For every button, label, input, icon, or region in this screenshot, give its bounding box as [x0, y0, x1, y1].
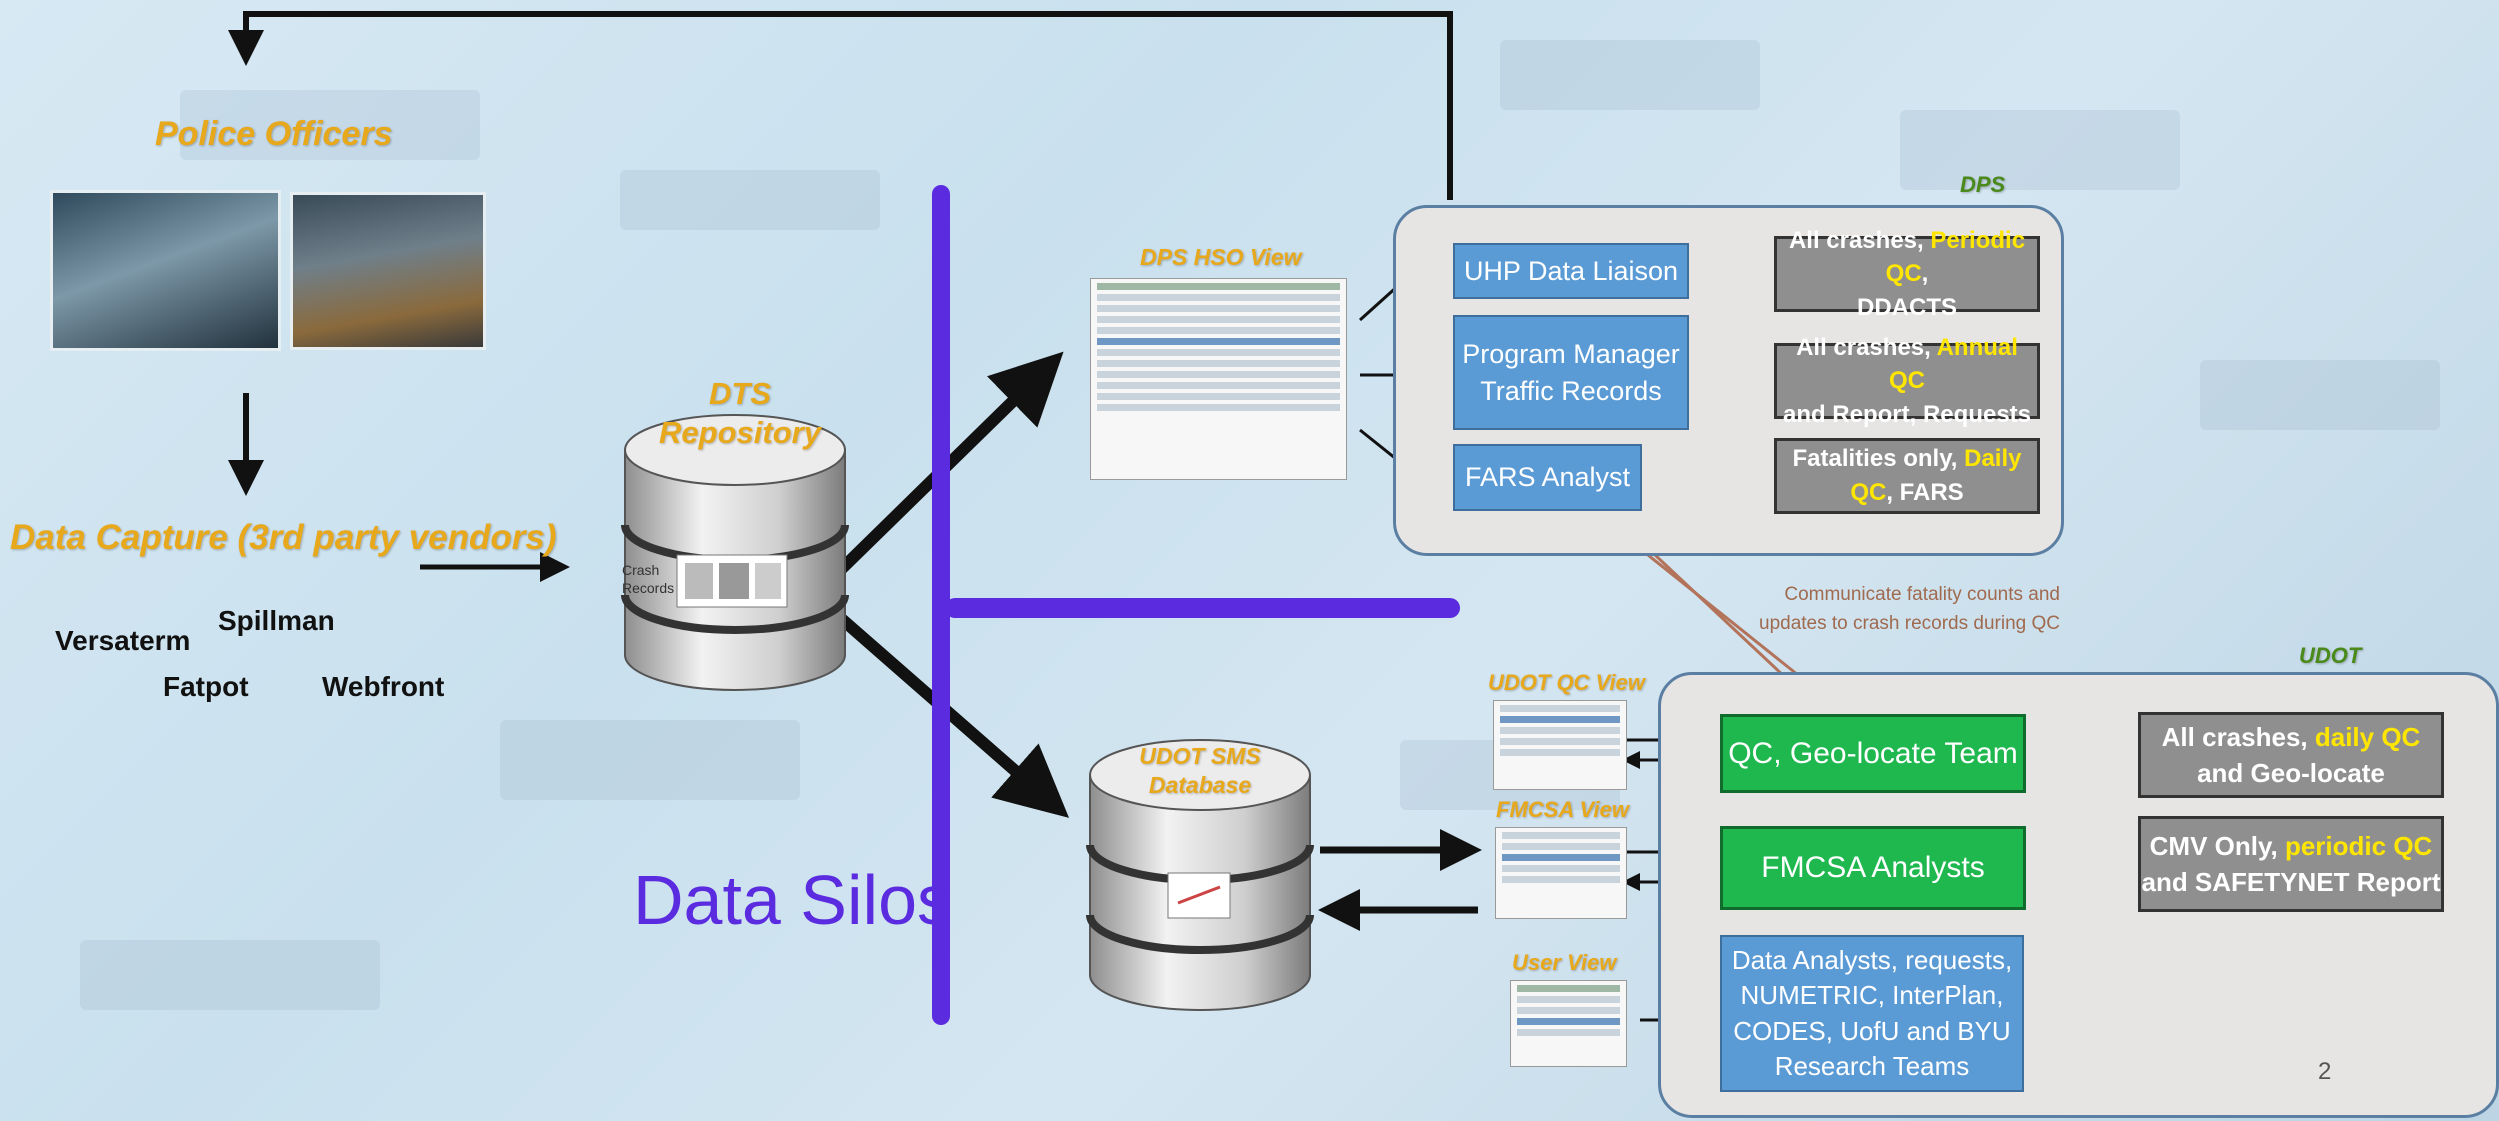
udot-output-daily-qc: All crashes, daily QC and Geo-locate	[2138, 712, 2444, 798]
dps-output-periodic-qc: All crashes, Periodic QC, DDACTS	[1774, 227, 2040, 321]
silo-bar-horizontal	[945, 598, 1460, 618]
dps-output-annual-qc: All crashes, Annual QC and Report, Reque…	[1774, 334, 2040, 428]
vendor-webfront: Webfront	[322, 671, 445, 702]
dts-repository-title: DTS Repository	[659, 376, 821, 450]
page-number: 2	[2318, 1058, 2332, 1085]
dispatch-room-photo	[290, 192, 486, 350]
vendor-spillman: Spillman	[218, 605, 335, 636]
fars-analyst-box: FARS Analyst	[1453, 444, 1642, 511]
udot-panel-label: UDOT	[2299, 643, 2362, 668]
fmcsa-view-title: FMCSA View	[1496, 797, 1629, 822]
vendor-fatpot: Fatpot	[163, 671, 249, 702]
udot-sms-title: UDOT SMS Database	[1139, 743, 1261, 798]
udot-qc-thumbnail	[1493, 700, 1627, 790]
vendor-versaterm: Versaterm	[55, 625, 191, 656]
dts-database-icon	[621, 414, 849, 691]
user-view-title: User View	[1512, 950, 1617, 975]
background-shape	[1500, 40, 1760, 110]
data-silos-label: Data Silos	[633, 861, 953, 939]
data-capture-title: Data Capture (3rd party vendors)	[10, 518, 557, 557]
fmcsa-analysts-box: FMCSA Analysts	[1720, 826, 2026, 910]
background-shape	[620, 170, 880, 230]
dps-output-daily-qc: Fatalities only, Daily QC, FARS	[1774, 438, 2040, 514]
crash-records-label: Crash Records	[622, 562, 675, 596]
police-car-photo	[50, 190, 281, 351]
udot-sms-database-icon	[1086, 739, 1314, 1011]
background-shape	[80, 940, 380, 1010]
uhp-data-liaison-box: UHP Data Liaison	[1453, 243, 1689, 299]
user-view-thumbnail	[1510, 980, 1627, 1067]
fmcsa-view-thumbnail	[1495, 827, 1627, 919]
qc-geo-locate-box: QC, Geo-locate Team	[1720, 714, 2026, 793]
background-shape	[500, 720, 800, 800]
background-shape	[1900, 110, 2180, 190]
dps-hso-view-title: DPS HSO View	[1140, 244, 1302, 270]
spreadsheet-thumbnail	[1090, 278, 1347, 480]
communicate-note: Communicate fatality counts and updates …	[1759, 584, 2060, 634]
udot-output-periodic-qc: CMV Only, periodic QC and SAFETYNET Repo…	[2138, 816, 2444, 912]
background-shape	[180, 90, 480, 160]
udot-qc-view-title: UDOT QC View	[1488, 670, 1645, 695]
data-analysts-box: Data Analysts, requests, NUMETRIC, Inter…	[1720, 935, 2024, 1092]
police-officers-title: Police Officers	[155, 115, 393, 153]
silo-bar-vertical	[932, 185, 950, 1025]
dps-panel-label: DPS	[1960, 172, 2006, 197]
background-shape	[2200, 360, 2440, 430]
